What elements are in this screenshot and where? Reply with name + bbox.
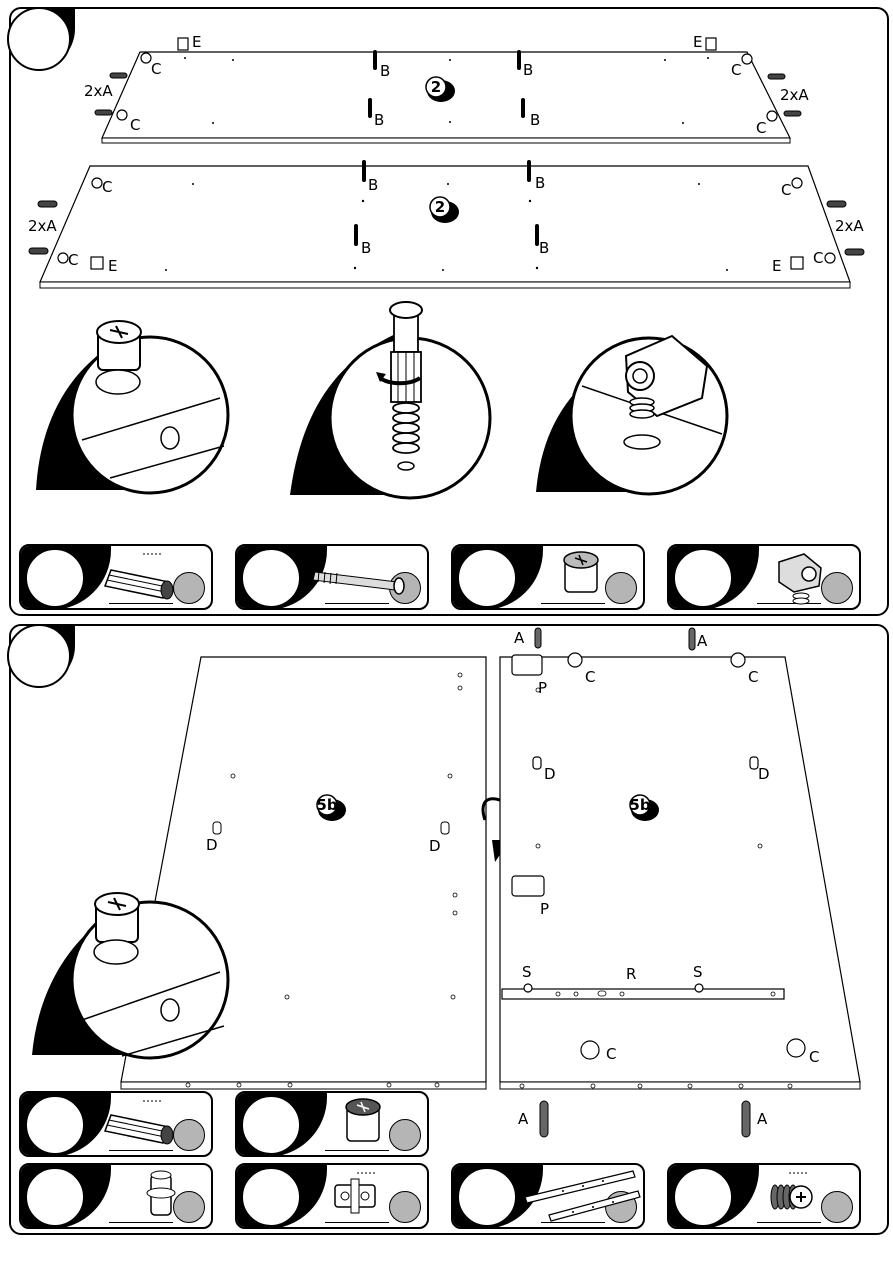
cam-lock-icon	[563, 551, 599, 593]
label-c: C	[731, 61, 741, 79]
hinge-plate-icon	[334, 1172, 376, 1214]
cam-lock-c	[116, 52, 778, 122]
label-a: A	[697, 632, 708, 650]
label-b: B	[361, 239, 371, 257]
part-code-circle	[389, 1191, 421, 1223]
label-2xa: 2xA	[28, 217, 57, 235]
part-code-circle	[821, 572, 853, 604]
label-d: D	[544, 765, 556, 783]
quantity-circle	[674, 549, 732, 607]
label-c: C	[809, 1048, 819, 1066]
label-b: B	[539, 239, 549, 257]
shelf-pin-icon	[146, 1170, 176, 1216]
label-b: B	[374, 111, 384, 129]
part-card-dowel	[19, 544, 213, 610]
part-code-circle	[389, 1119, 421, 1151]
label-b: B	[530, 111, 540, 129]
part-code-circle	[605, 572, 637, 604]
label-c: C	[585, 668, 595, 686]
label-c: C	[130, 116, 140, 134]
part-card-dowel	[19, 1091, 213, 1157]
label-c: C	[151, 60, 161, 78]
label-c: C	[606, 1045, 616, 1063]
upper-board: 2 E E C C C C B B B B 2xA 2xA	[84, 33, 809, 144]
quantity-circle	[26, 1096, 84, 1154]
quantity-circle	[458, 549, 516, 607]
shelf-support-icon	[778, 553, 822, 605]
label-c: C	[102, 178, 112, 196]
label-c: C	[748, 668, 758, 686]
label-p: P	[540, 900, 549, 918]
part-code-circle	[173, 572, 205, 604]
label-a: A	[514, 629, 525, 647]
dowels-a	[94, 72, 802, 117]
label-c: C	[813, 249, 823, 267]
part-code-circle	[821, 1191, 853, 1223]
step-2-badge	[7, 624, 71, 688]
cam-lock-detail	[36, 320, 230, 495]
label-d: D	[429, 837, 441, 855]
part-card-hinge-plate	[235, 1163, 429, 1229]
drawer-runner-icon	[524, 1170, 641, 1222]
upper-board-count: 2	[431, 78, 441, 96]
wooden-dowel-icon	[103, 1100, 174, 1145]
lower-board: 2 C C C C E E B B B B 2xA 2xA	[28, 160, 865, 289]
cam-lock-detail	[32, 892, 230, 1060]
right-panel-count: 5b	[629, 796, 650, 814]
cam-bolt-icon	[312, 570, 405, 595]
label-s: S	[522, 963, 532, 981]
part-card-cam-lock	[451, 544, 645, 610]
label-2xa: 2xA	[835, 217, 864, 235]
label-e: E	[772, 257, 781, 275]
wooden-dowel-icon	[103, 553, 174, 600]
quantity-circle	[242, 1096, 300, 1154]
label-p: P	[538, 679, 547, 697]
label-e: E	[108, 257, 117, 275]
right-side-panel: 5b A A A A C C C C D D P P S S R	[499, 627, 861, 1138]
label-b: B	[523, 61, 533, 79]
part-card-drawer-runner	[451, 1163, 645, 1229]
label-r: R	[626, 965, 636, 983]
cam-lock-icon	[345, 1098, 381, 1142]
left-panel-count: 5b	[316, 796, 337, 814]
label-s: S	[693, 963, 703, 981]
label-2xa: 2xA	[780, 86, 809, 104]
quantity-circle	[674, 1168, 732, 1226]
step-1-boards-drawing: 2 E E C C C C B B B B 2xA 2xA	[28, 33, 865, 289]
label-d: D	[758, 765, 770, 783]
label-d: D	[206, 836, 218, 854]
label-c: C	[756, 119, 766, 137]
label-2xa: 2xA	[84, 82, 113, 100]
label-b: B	[368, 176, 378, 194]
quantity-circle	[242, 549, 300, 607]
part-card-shelf-pin	[19, 1163, 213, 1229]
step-1-badge	[7, 7, 71, 71]
part-card-cam-bolt	[235, 544, 429, 610]
label-a: A	[518, 1110, 529, 1128]
euro-screw-icon	[770, 1172, 813, 1210]
part-card-euro-screw	[667, 1163, 861, 1229]
label-a: A	[757, 1110, 768, 1128]
quantity-circle	[242, 1168, 300, 1226]
quantity-circle	[26, 1168, 84, 1226]
lower-board-count: 2	[435, 198, 445, 216]
quantity-circle	[458, 1168, 516, 1226]
quantity-circle	[26, 549, 84, 607]
label-e: E	[192, 33, 201, 51]
label-b: B	[380, 62, 390, 80]
cam-bolt-detail	[290, 301, 492, 500]
label-c: C	[781, 181, 791, 199]
label-b: B	[535, 174, 545, 192]
part-code-circle	[173, 1191, 205, 1223]
eccentric-shelf-support-detail	[536, 334, 729, 496]
label-c: C	[68, 251, 78, 269]
part-card-cam-lock	[235, 1091, 429, 1157]
part-card-shelf-support	[667, 544, 861, 610]
label-e: E	[693, 33, 702, 51]
cam-bolt-b	[368, 50, 525, 118]
